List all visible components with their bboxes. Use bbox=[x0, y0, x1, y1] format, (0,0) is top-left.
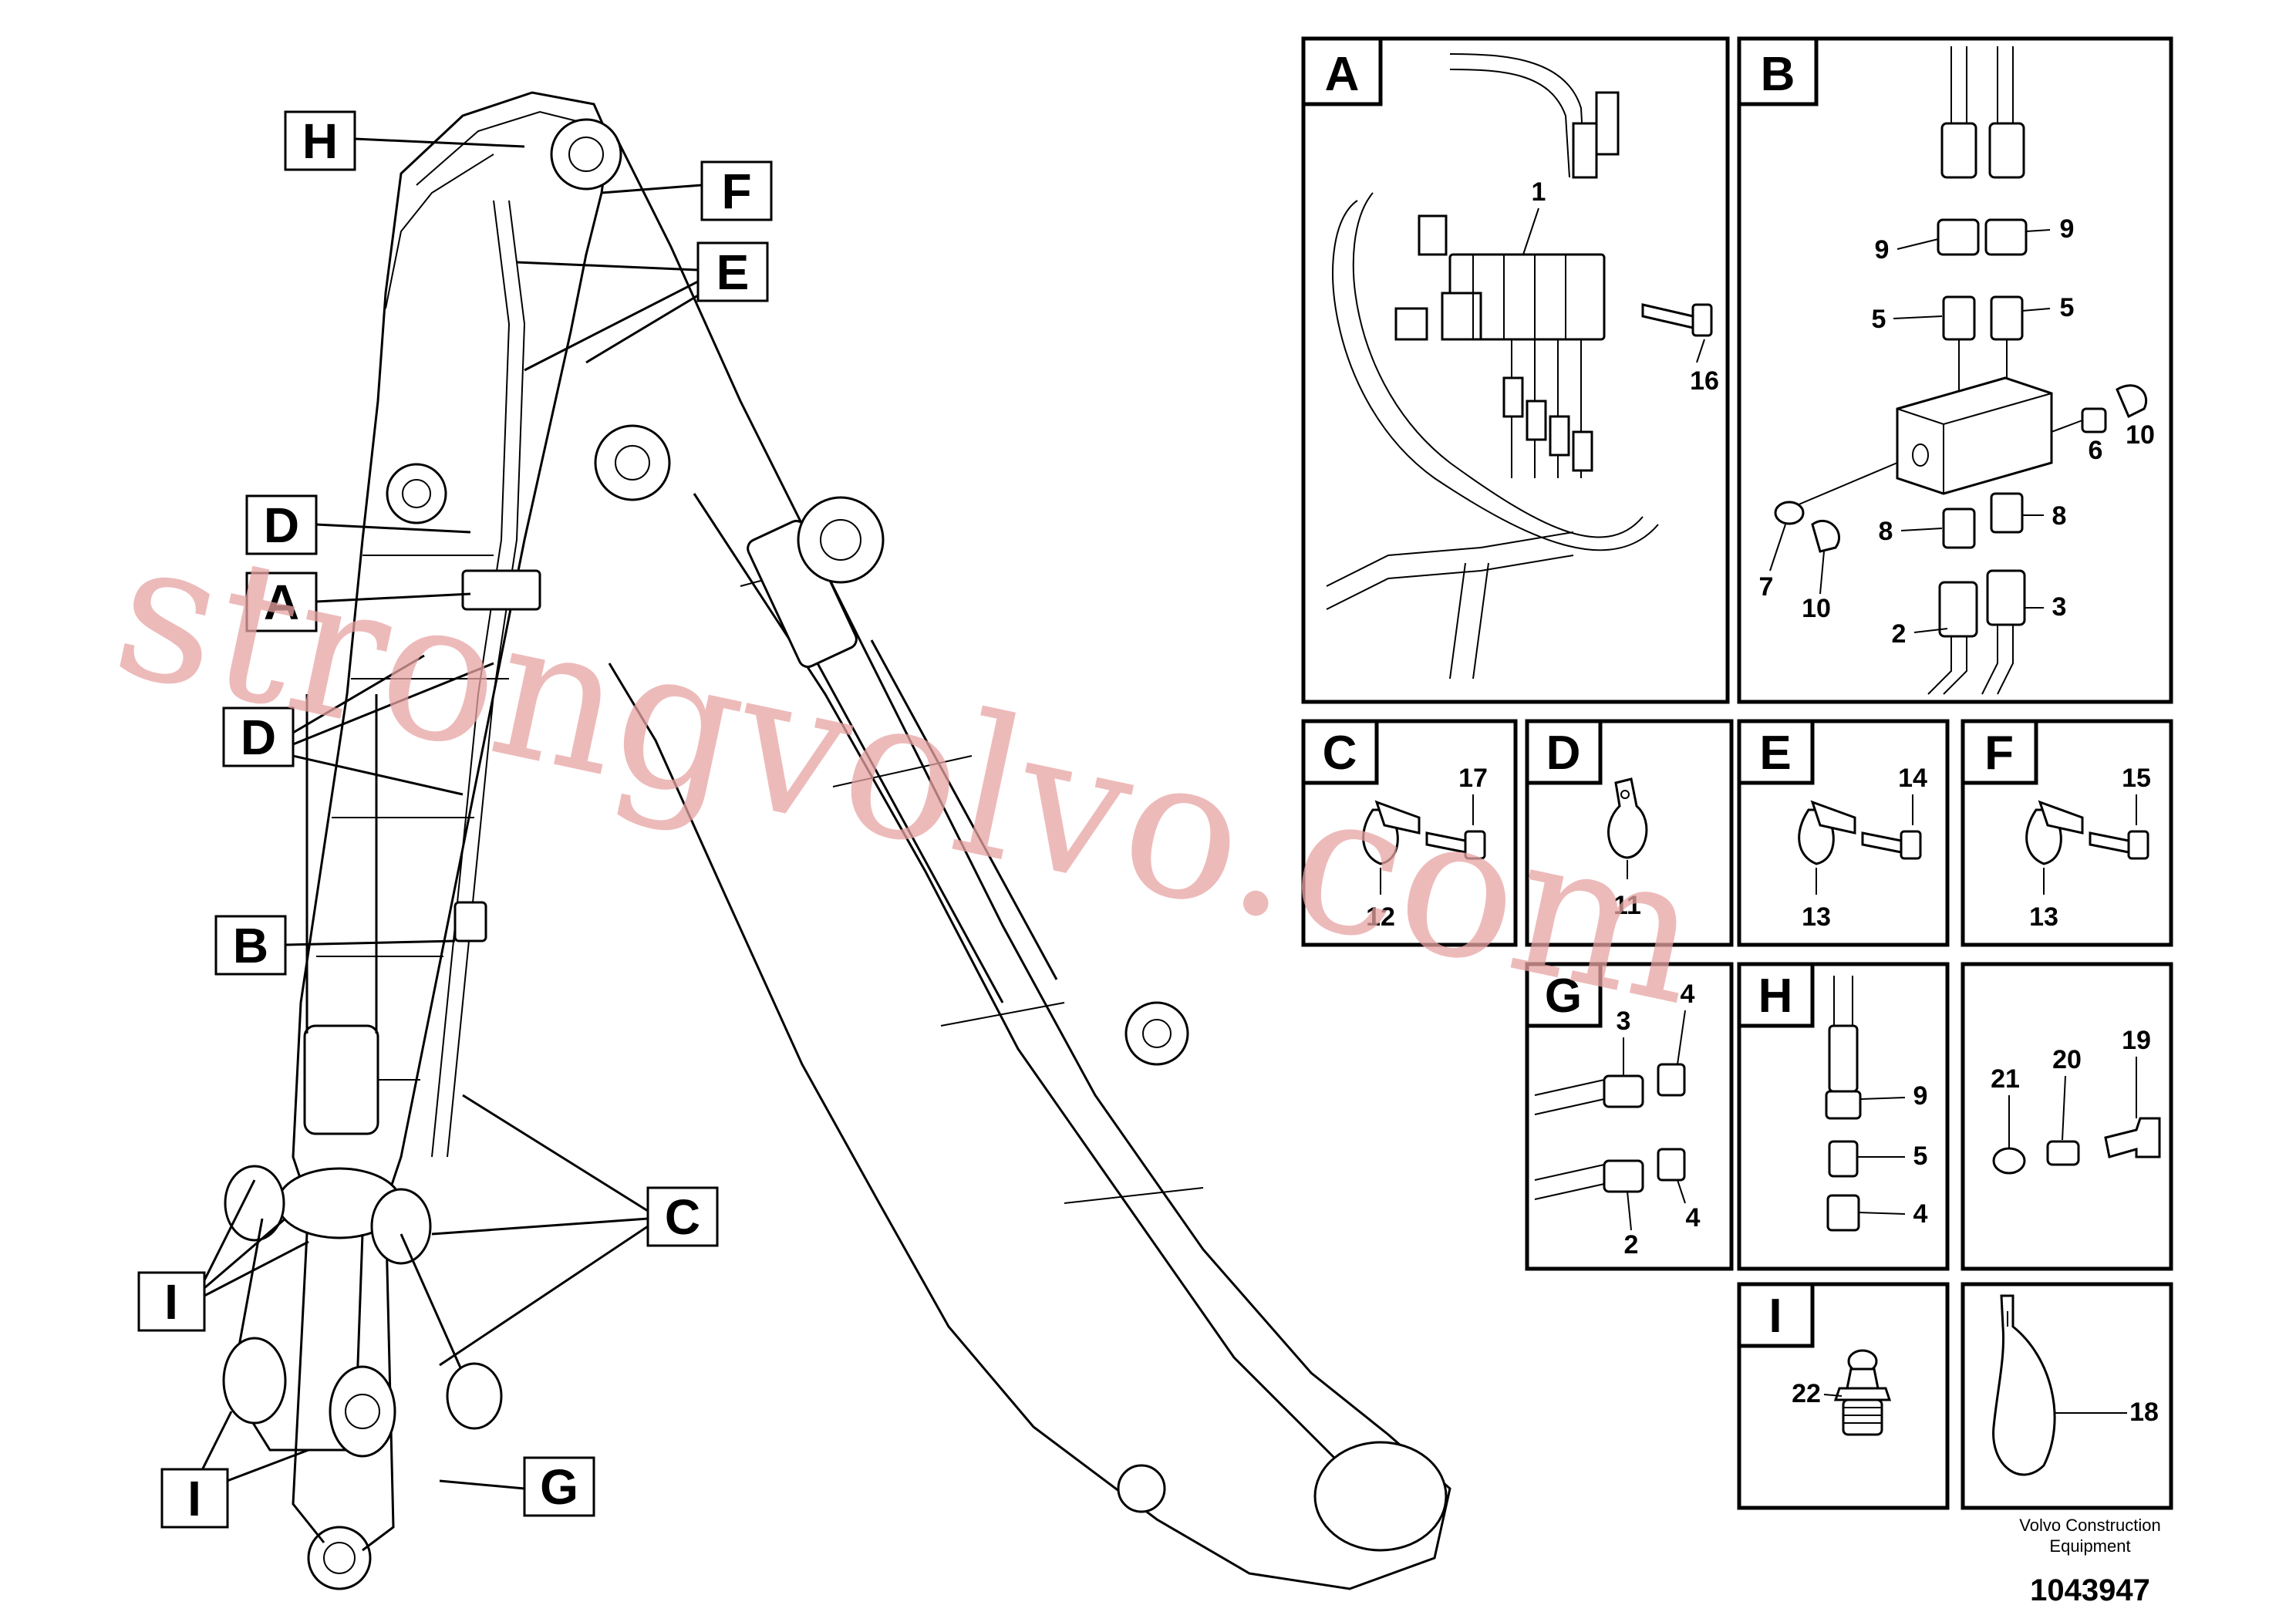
panel-b-num-5-left: 5 bbox=[1872, 305, 1886, 334]
panel-f-num-15: 15 bbox=[2122, 764, 2151, 793]
panel-b: B 9 9 5 5 bbox=[1737, 36, 2173, 704]
boom-drawing bbox=[222, 91, 1451, 1590]
panel-d: D 11 bbox=[1525, 719, 1734, 947]
panel-fittings: 21 20 19 bbox=[1961, 962, 2173, 1271]
panel-fittings-num-21: 21 bbox=[1991, 1064, 2020, 1094]
panel-fittings-num-19: 19 bbox=[2122, 1026, 2151, 1055]
panel-c-num-12: 12 bbox=[1366, 902, 1395, 932]
panel-b-num-9-left: 9 bbox=[1875, 235, 1890, 265]
callout-i-lower: I bbox=[187, 1471, 201, 1526]
callout-e: E bbox=[716, 244, 750, 300]
panel-h: H 9 5 4 bbox=[1737, 962, 1950, 1271]
panel-b-num-10-right: 10 bbox=[2126, 420, 2155, 450]
panel-g-num-3: 3 bbox=[1617, 1007, 1631, 1036]
panel-b-num-8-right: 8 bbox=[2052, 501, 2067, 531]
panel-c-letter: C bbox=[1323, 727, 1357, 780]
panel-g-letter: G bbox=[1545, 969, 1582, 1023]
panel-b-num-9-right: 9 bbox=[2060, 214, 2075, 244]
panel-f: F 15 13 bbox=[1961, 719, 2173, 947]
panel-cable-tie: 18 bbox=[1961, 1282, 2173, 1510]
callout-d-lower: D bbox=[241, 710, 276, 765]
panel-c: C 17 12 bbox=[1301, 719, 1518, 947]
panel-g-num-2: 2 bbox=[1624, 1230, 1639, 1259]
footer-doc-number: 1043947 bbox=[2030, 1573, 2150, 1607]
panel-f-letter: F bbox=[1984, 727, 2014, 780]
panel-h-num-5: 5 bbox=[1913, 1141, 1928, 1171]
panel-b-num-10-left: 10 bbox=[1802, 594, 1831, 623]
panel-a-num-16: 16 bbox=[1690, 366, 1719, 396]
callout-c: C bbox=[665, 1189, 700, 1245]
panel-fittings-num-20: 20 bbox=[2052, 1045, 2082, 1074]
panel-b-num-5-right: 5 bbox=[2060, 293, 2075, 322]
panel-i-letter: I bbox=[1768, 1290, 1782, 1343]
callout-d-upper: D bbox=[264, 497, 299, 553]
panel-e-num-13: 13 bbox=[1802, 902, 1831, 932]
callout-g: G bbox=[540, 1459, 578, 1515]
panel-b-num-6: 6 bbox=[2089, 436, 2103, 465]
panel-d-num-11: 11 bbox=[1613, 891, 1641, 920]
callout-a: A bbox=[264, 575, 299, 630]
panel-e-num-14: 14 bbox=[1898, 764, 1927, 793]
footer-company-line1: Volvo Construction bbox=[2019, 1516, 2160, 1535]
panel-e-letter: E bbox=[1759, 727, 1791, 780]
callout-b: B bbox=[233, 918, 268, 973]
panel-a-num-1: 1 bbox=[1532, 177, 1546, 207]
panel-g-num-4-top: 4 bbox=[1681, 980, 1695, 1009]
panel-f-num-13: 13 bbox=[2029, 902, 2058, 932]
panel-e: E 14 13 bbox=[1737, 719, 1950, 947]
panel-b-letter: B bbox=[1761, 48, 1795, 101]
panel-b-num-2: 2 bbox=[1892, 619, 1907, 649]
callout-h: H bbox=[302, 113, 338, 169]
panel-b-num-8-left: 8 bbox=[1879, 517, 1893, 546]
panel-a: A 1 16 bbox=[1301, 36, 1730, 704]
panel-c-num-17: 17 bbox=[1458, 764, 1488, 793]
panel-i: I 22 bbox=[1737, 1282, 1950, 1510]
panel-a-letter: A bbox=[1325, 48, 1360, 101]
panel-h-letter: H bbox=[1758, 969, 1793, 1023]
footer: Volvo Construction Equipment 1043947 bbox=[2019, 1516, 2160, 1607]
panel-i-num-22: 22 bbox=[1792, 1379, 1821, 1408]
panel-g: G 3 4 4 2 bbox=[1525, 962, 1734, 1271]
callouts: H F E D A D B C bbox=[137, 110, 773, 1529]
panel-cable-tie-num-18: 18 bbox=[2129, 1398, 2159, 1427]
callout-i-upper: I bbox=[164, 1274, 178, 1330]
panel-h-num-4: 4 bbox=[1913, 1199, 1928, 1229]
panel-d-letter: D bbox=[1546, 727, 1581, 780]
callout-box-h bbox=[284, 110, 356, 171]
callout-f: F bbox=[721, 164, 751, 219]
panel-g-num-4-bottom: 4 bbox=[1686, 1203, 1701, 1233]
panel-h-num-9: 9 bbox=[1913, 1081, 1928, 1111]
footer-company-line2: Equipment bbox=[2049, 1536, 2130, 1556]
panel-b-num-3: 3 bbox=[2052, 592, 2067, 622]
panel-b-num-7: 7 bbox=[1759, 572, 1774, 602]
